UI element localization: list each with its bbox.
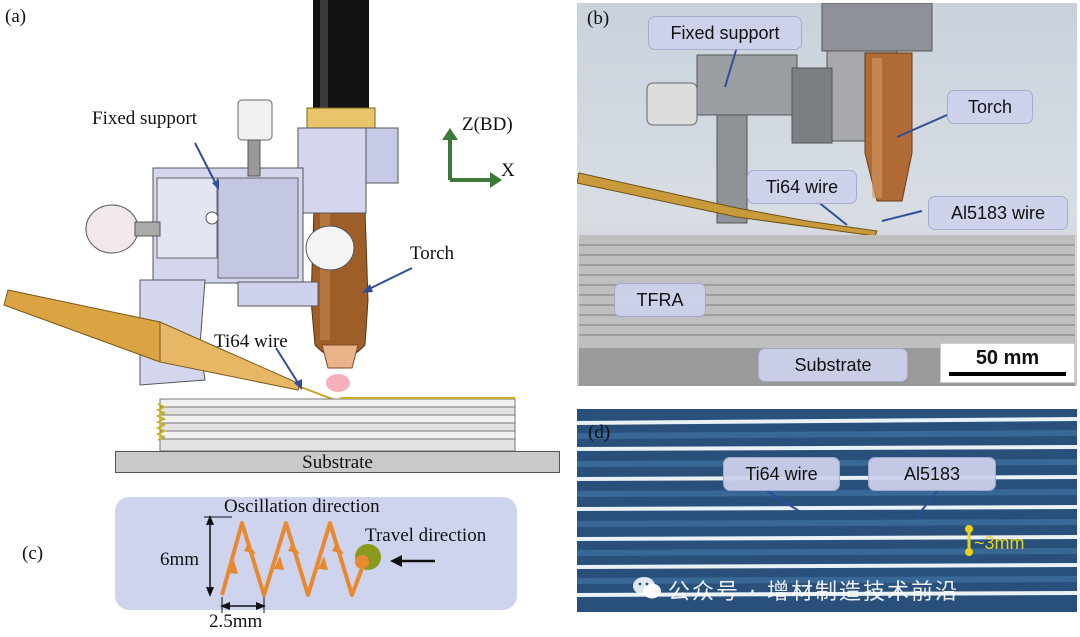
label-ti64-wire-d: Ti64 wire <box>723 457 840 491</box>
label-torch-b: Torch <box>947 90 1033 124</box>
label-travel-direction: Travel direction <box>365 525 487 546</box>
panel-d-photo <box>577 409 1077 612</box>
scale-bar: 50 mm <box>940 343 1075 383</box>
support-top-block <box>297 127 367 214</box>
label-substrate-a: Substrate <box>302 452 373 473</box>
panel-c-box <box>115 497 517 610</box>
panel-a-drawing <box>3 0 516 452</box>
label-oscillation-direction: Oscillation direction <box>224 496 380 517</box>
label-fixed-support-a: Fixed support <box>92 108 198 129</box>
axis-indicator <box>442 128 502 188</box>
fixed-support-pointer <box>194 142 218 187</box>
label-substrate-b: Substrate <box>758 348 908 382</box>
label-axis-z: Z(BD) <box>462 114 513 135</box>
label-axis-x: X <box>501 160 515 181</box>
wechat-icon <box>633 577 661 599</box>
panel-a-label: (a) <box>5 6 27 27</box>
ti64-pointer-a <box>275 347 301 387</box>
oscillation-zigzag <box>220 521 366 597</box>
watermark-text: 公众号 · 增材制造技术前沿 <box>668 580 959 605</box>
panel-d-label: (d) <box>588 422 611 443</box>
panel-b-photo <box>577 3 1077 386</box>
label-spacing-d: ~3mm <box>974 533 1025 553</box>
label-amplitude: 6mm <box>160 549 200 570</box>
label-ti64-wire-b: Ti64 wire <box>747 170 857 204</box>
label-torch-a: Torch <box>410 243 455 264</box>
torch-pointer <box>366 267 413 291</box>
panel-b-label: (b) <box>587 8 610 29</box>
scale-bar-label: 50 mm <box>975 347 1040 369</box>
substrate-a: Substrate <box>115 451 560 473</box>
support-knob-top <box>237 99 273 141</box>
panel-c-label: (c) <box>22 543 44 564</box>
scale-bar-line <box>949 372 1066 376</box>
support-knob-right <box>305 225 355 271</box>
support-knob-left <box>85 204 139 254</box>
label-fixed-support-b: Fixed support <box>648 16 802 50</box>
label-al5183-d: Al5183 <box>868 457 996 491</box>
oscillation-diagram <box>204 515 435 613</box>
label-ti64-wire-a: Ti64 wire <box>214 331 288 352</box>
label-tfra: TFRA <box>614 283 706 317</box>
label-spacing: 2.5mm <box>209 611 263 632</box>
label-al5183-wire-b: Al5183 wire <box>928 196 1068 230</box>
deposited-layers <box>155 397 516 452</box>
